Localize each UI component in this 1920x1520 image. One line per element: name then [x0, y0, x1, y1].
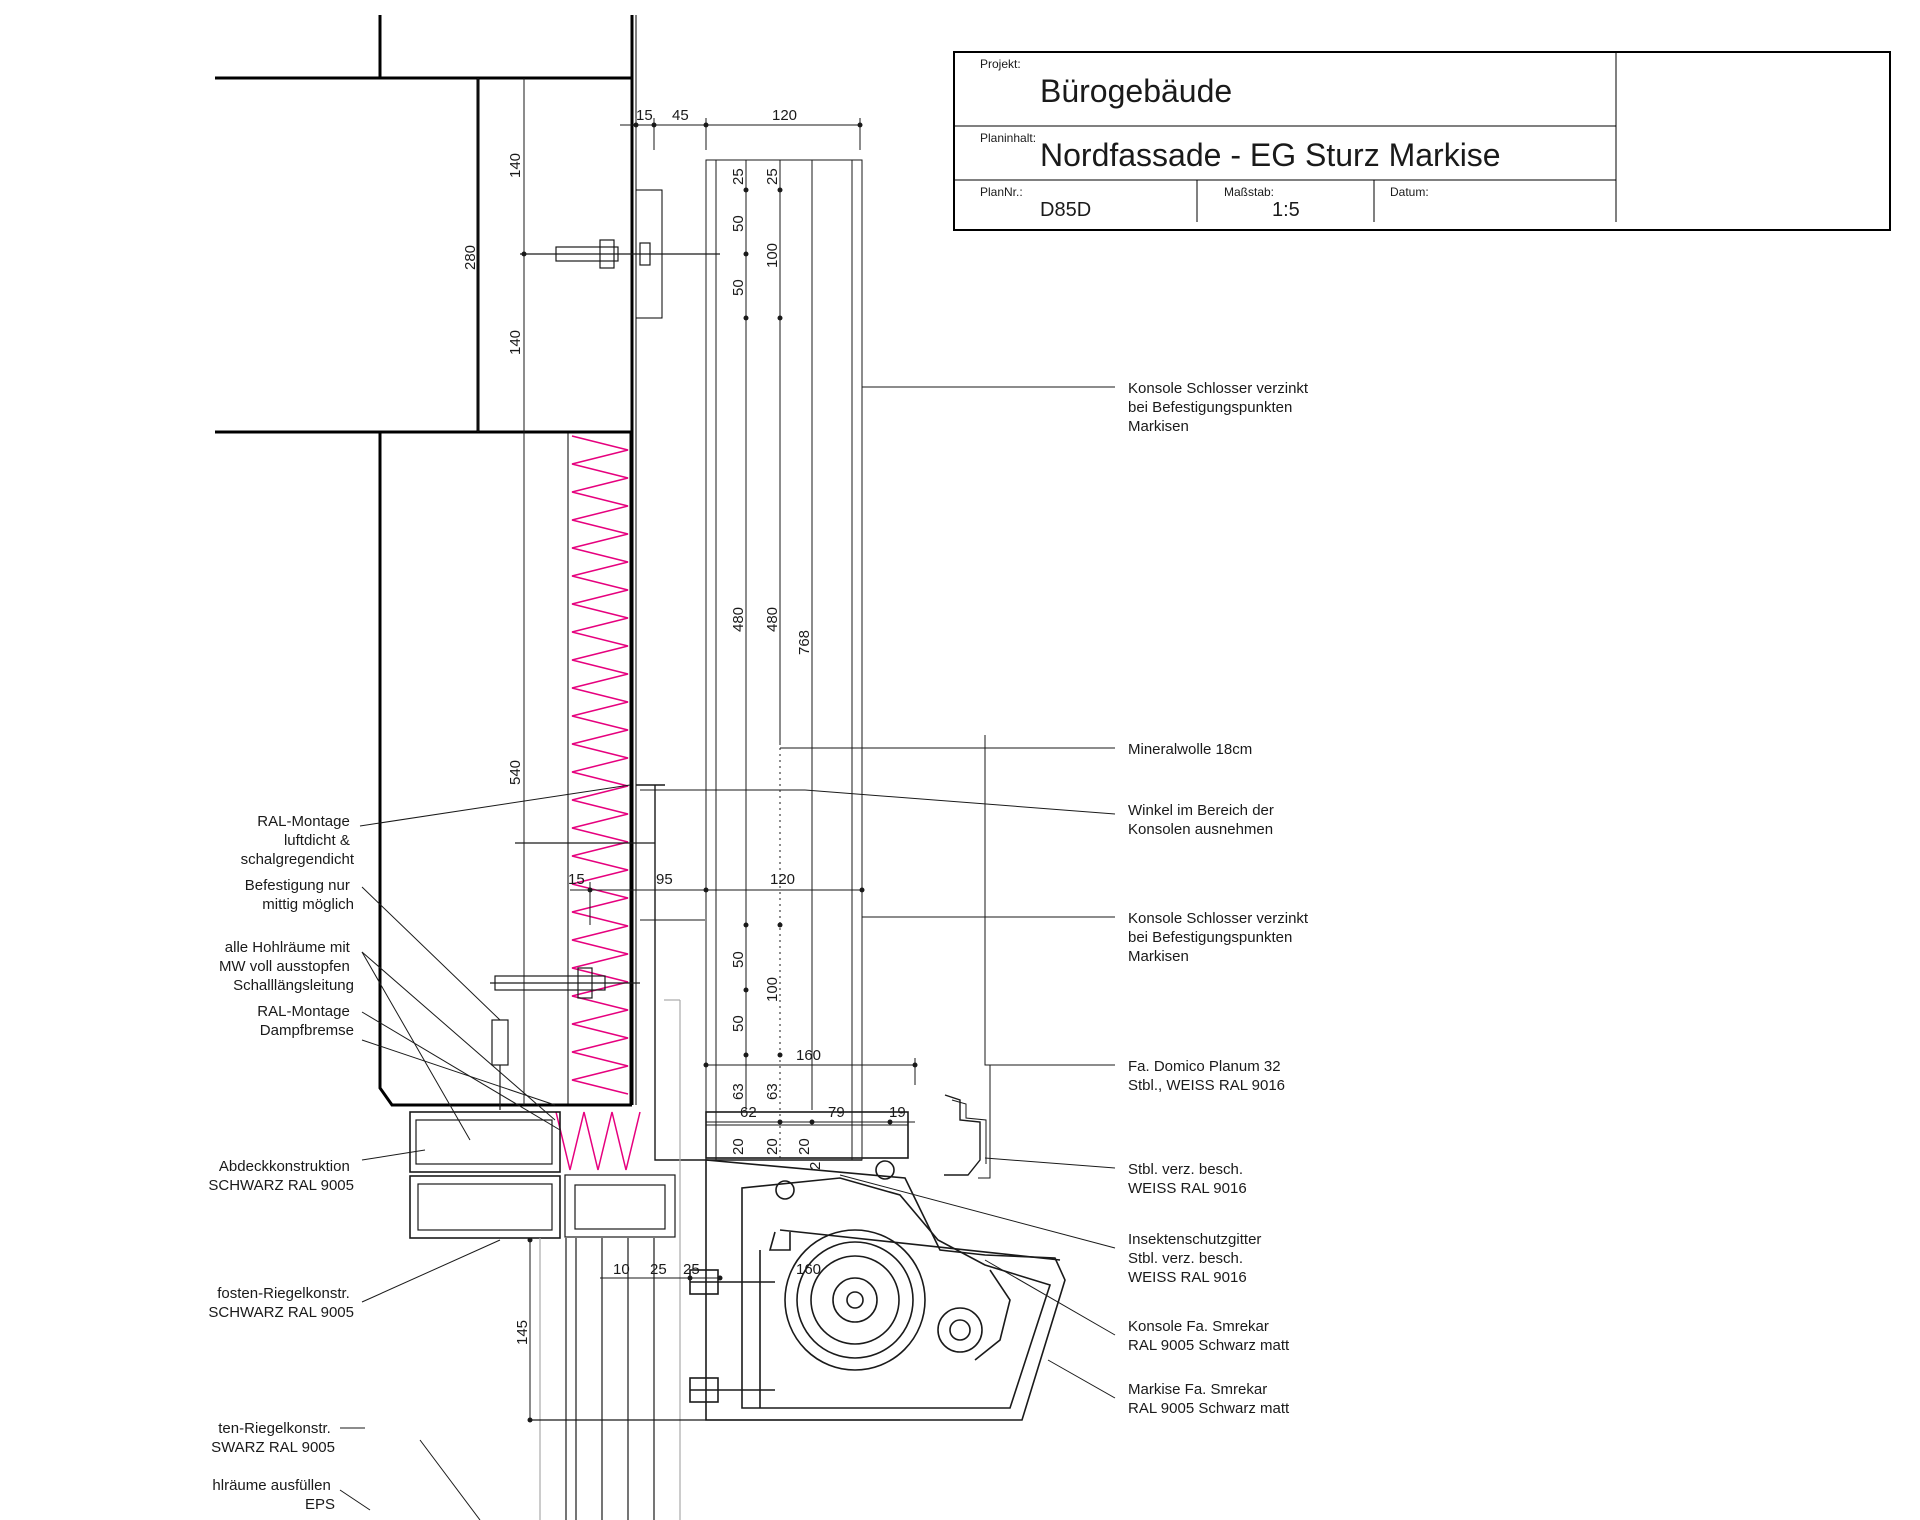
- dim-label: 120: [770, 871, 795, 888]
- note-hohlraeume: alle Hohlräume mit MW voll ausstopfen Sc…: [219, 939, 354, 994]
- note-eps: hlräume ausfüllen EPS: [212, 1477, 335, 1513]
- note-ral-luftdicht: RAL-Montage luftdicht & schalgregendicht: [241, 813, 355, 868]
- title-block: [953, 51, 1891, 231]
- dim-label: 768: [796, 630, 813, 655]
- note-winkel: Winkel im Bereich der Konsolen ausnehmen: [1128, 802, 1278, 838]
- leader-lines: [339, 386, 1116, 1520]
- note-konsole-smrekar: Konsole Fa. Smrekar RAL 9005 Schwarz mat…: [1128, 1318, 1290, 1354]
- dim-label: 50: [730, 1015, 747, 1032]
- dimension-ticks: [521, 122, 918, 1423]
- title-project: Bürogebäude: [1040, 73, 1232, 109]
- dim-label: 79: [828, 1104, 845, 1121]
- dim-label: 19: [889, 1104, 906, 1121]
- dim-label: 100: [764, 243, 781, 268]
- annotations-left: RAL-Montage luftdicht & schalgregendicht…: [208, 813, 354, 1513]
- dim-label: 145: [514, 1320, 531, 1345]
- dim-label: 20: [764, 1138, 781, 1155]
- dim-label: 25: [730, 168, 747, 185]
- dim-label: 20: [730, 1138, 747, 1155]
- note-abdeck: Abdeckkonstruktion SCHWARZ RAL 9005: [208, 1158, 354, 1194]
- dim-label: 280: [462, 245, 479, 270]
- note-stbl: Stbl. verz. besch. WEISS RAL 9016: [1128, 1161, 1247, 1197]
- dim-label: 63: [764, 1083, 781, 1100]
- dim-label: 160: [796, 1047, 821, 1064]
- awning-cassette: [689, 1159, 1066, 1421]
- dim-label: 50: [730, 215, 747, 232]
- title-content-label: Planinhalt:: [980, 131, 1036, 145]
- title-scale: 1:5: [1272, 199, 1300, 221]
- dim-label: 50: [730, 951, 747, 968]
- insulation-hatch-bottom: [555, 1111, 641, 1171]
- dimension-lines: [477, 78, 916, 1420]
- dim-label: 15: [568, 871, 585, 888]
- dim-label: 120: [772, 107, 797, 124]
- dim-label: 25: [683, 1261, 700, 1278]
- title-project-label: Projekt:: [980, 57, 1021, 71]
- note-konsole-1: Konsole Schlosser verzinkt bei Befestigu…: [1128, 380, 1312, 435]
- console-bracket: [636, 159, 991, 1179]
- dim-label: 160: [796, 1261, 821, 1278]
- title-plan-no-label: PlanNr.:: [980, 185, 1023, 199]
- dim-label: 10: [613, 1261, 630, 1278]
- dimension-labels: 15 45 120 25 25 50 100 50 140 280 140 48…: [462, 107, 906, 1345]
- note-mineralwolle: Mineralwolle 18cm: [1128, 741, 1252, 758]
- note-insektenschutz: Insektenschutzgitter Stbl. verz. besch. …: [1128, 1231, 1266, 1286]
- title-content: Nordfassade - EG Sturz Markise: [1040, 137, 1501, 173]
- title-scale-label: Maßstab:: [1224, 185, 1274, 199]
- annotations-right: Konsole Schlosser verzinkt bei Befestigu…: [1128, 380, 1312, 1417]
- dim-label: 20: [796, 1138, 813, 1155]
- dim-label: 62: [740, 1104, 757, 1121]
- note-ral-dampfbremse: RAL-Montage Dampfbremse: [257, 1003, 354, 1039]
- dim-label: 140: [507, 330, 524, 355]
- note-pfosten-2: ten-Riegelkonstr. SWARZ RAL 9005: [211, 1420, 335, 1456]
- window-frame: [409, 999, 900, 1520]
- dim-label: 50: [730, 279, 747, 296]
- dim-label: 480: [730, 607, 747, 632]
- note-konsole-2: Konsole Schlosser verzinkt bei Befestigu…: [1128, 910, 1312, 965]
- title-plan-no: D85D: [1040, 199, 1091, 221]
- note-domico: Fa. Domico Planum 32 Stbl., WEISS RAL 90…: [1128, 1058, 1285, 1094]
- dim-label: 25: [650, 1261, 667, 1278]
- dim-label: 95: [656, 871, 673, 888]
- dim-label: 45: [672, 107, 689, 124]
- dim-label: 100: [764, 977, 781, 1002]
- insulation-hatch: [571, 435, 629, 1095]
- concrete-structure: [215, 15, 663, 1107]
- dim-label: 25: [764, 168, 781, 185]
- dim-label: 2: [807, 1162, 824, 1170]
- dim-label: 140: [507, 153, 524, 178]
- dim-label: 63: [730, 1083, 747, 1100]
- note-pfosten-1: fosten-Riegelkonstr. SCHWARZ RAL 9005: [208, 1285, 354, 1321]
- dim-label: 15: [636, 107, 653, 124]
- dim-label: 540: [507, 760, 524, 785]
- note-befestigung: Befestigung nur mittig möglich: [245, 877, 354, 913]
- dim-label: 480: [764, 607, 781, 632]
- title-date-label: Datum:: [1390, 185, 1429, 199]
- note-markise-smrekar: Markise Fa. Smrekar RAL 9005 Schwarz mat…: [1128, 1381, 1290, 1417]
